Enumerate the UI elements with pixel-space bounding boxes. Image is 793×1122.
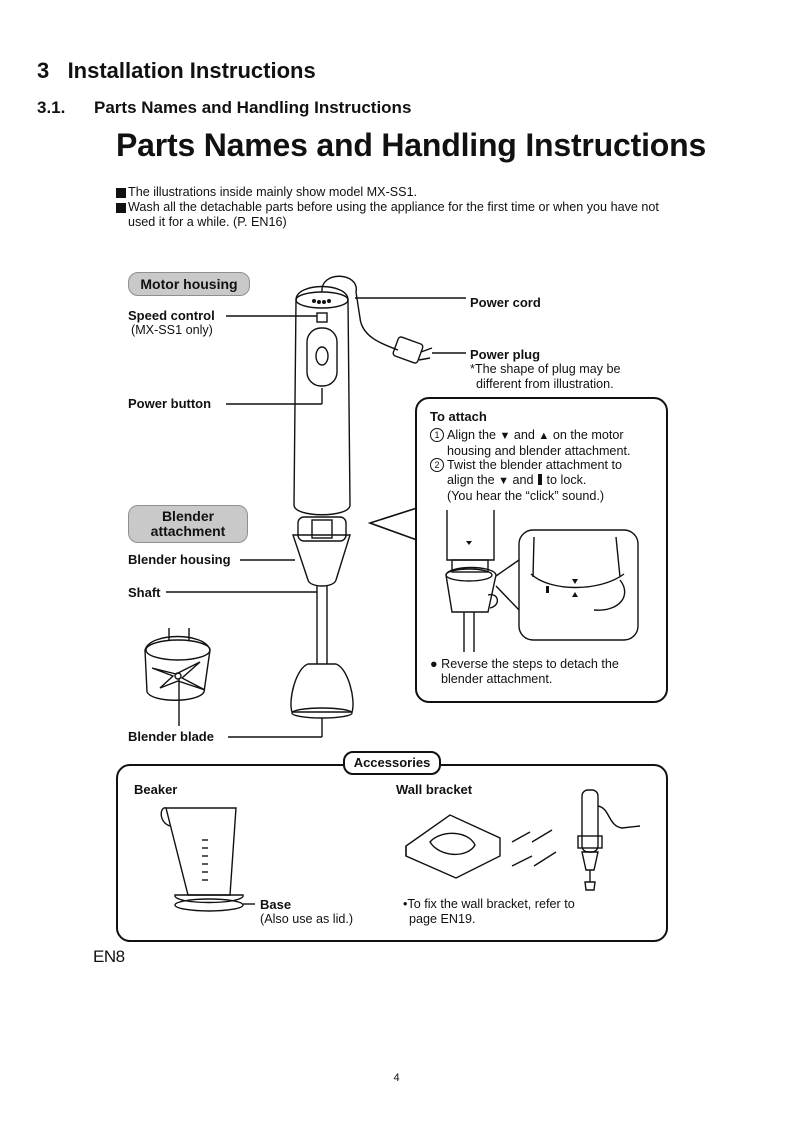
blender-housing-label: Blender housing [128, 552, 231, 567]
power-plug-label: Power plug [470, 347, 541, 362]
attach-closeup-illustration [445, 510, 639, 652]
section-heading: 3 Installation Instructions [37, 58, 316, 83]
step-1-text-a: Align the [447, 428, 497, 442]
power-button-label: Power button [128, 396, 212, 411]
step-2-text-a: Twist the blender attachment to [447, 458, 623, 472]
step-2-text-d: (You hear the “click” sound.) [447, 489, 605, 503]
page-title: Parts Names and Handling Instructions [116, 127, 707, 163]
speed-control-label: Speed control [128, 308, 215, 323]
wall-bracket-note: •To fix the wall bracket, refer to page … [403, 897, 575, 927]
step-1-number: 1 [430, 428, 444, 442]
step-1-and: and [513, 428, 535, 442]
motor-housing-illustration [293, 285, 351, 516]
beaker-illustration [160, 807, 255, 912]
base-note: (Also use as lid.) [260, 912, 354, 926]
blender-attachment-illustration [290, 516, 354, 719]
down-triangle-icon: ▼ [498, 475, 510, 487]
wall-note-line-2: page EN19. [409, 912, 476, 926]
screws-illustration [511, 829, 557, 867]
to-attach-box [415, 397, 668, 703]
blender-header-line-2: attachment [150, 523, 226, 539]
plug-note-2: different from illustration. [476, 377, 614, 391]
intro-line-2: Wash all the detachable parts before usi… [116, 200, 676, 230]
blender-blade-label: Blender blade [128, 729, 214, 744]
reverse-line-2: blender attachment. [441, 672, 553, 686]
reverse-line-1: Reverse the steps to detach the [441, 657, 619, 671]
subsection-title: Parts Names and Handling Instructions [94, 98, 412, 117]
step-2-text-b: align the [447, 473, 495, 487]
step-2-and: and [512, 473, 534, 487]
mounted-blender-illustration [577, 789, 641, 891]
bullet-icon: ● [430, 657, 438, 671]
blender-header-line-1: Blender [161, 508, 215, 524]
to-attach-title: To attach [430, 409, 487, 424]
intro-line-1: The illustrations inside mainly show mod… [116, 185, 676, 200]
blender-attachment-header: Blender attachment [128, 505, 248, 543]
page-code: EN8 [93, 947, 125, 966]
motor-housing-header: Motor housing [128, 272, 250, 296]
bullet-icon: • [403, 897, 408, 911]
power-cord-label: Power cord [470, 295, 541, 310]
reverse-note: ● Reverse the steps to detach the blende… [430, 657, 662, 687]
base-label: Base [260, 897, 292, 912]
beaker-label: Beaker [134, 782, 178, 797]
accessories-box [116, 764, 668, 942]
speed-control-note: (MX-SS1 only) [131, 323, 213, 337]
power-plug-illustration [392, 336, 433, 364]
wall-bracket-illustration [405, 814, 501, 879]
plug-note-1: *The shape of plug may be [470, 362, 621, 376]
wall-bracket-label: Wall bracket [396, 782, 473, 797]
subsection-heading: 3.1. Parts Names and Handling Instruction… [37, 98, 411, 118]
wall-note-line-1: To fix the wall bracket, refer to [407, 897, 575, 911]
page-number: 4 [393, 1072, 400, 1084]
up-triangle-icon: ▲ [538, 430, 550, 442]
step-1-text-b: on the motor [552, 428, 624, 442]
down-triangle-icon: ▼ [499, 430, 511, 442]
bar-mark-icon [538, 474, 543, 485]
subsection-number: 3.1. [37, 98, 66, 117]
step-2-text-c: to lock. [546, 473, 587, 487]
blender-blade-illustration [144, 628, 211, 701]
shaft-label: Shaft [128, 585, 161, 600]
power-cord-illustration [321, 275, 399, 351]
accessories-header: Accessories [343, 751, 441, 775]
step-2-number: 2 [430, 458, 444, 472]
intro-notes: The illustrations inside mainly show mod… [116, 185, 676, 230]
step-1-text-c: housing and blender attachment. [447, 444, 631, 458]
